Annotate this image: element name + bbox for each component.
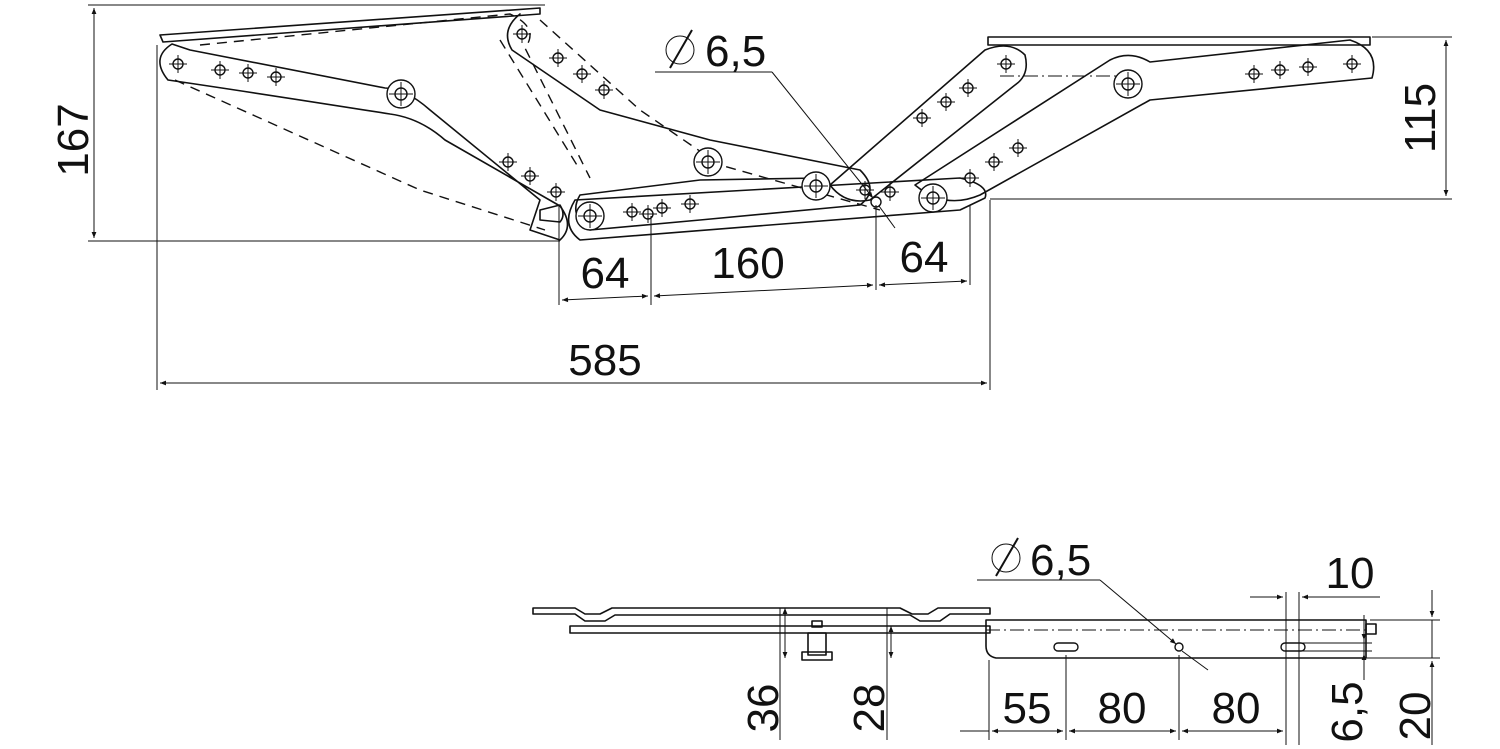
side-left-bracket — [532, 607, 991, 622]
dim-height-36: 36 — [739, 684, 788, 733]
dim-slot-width: 10 — [1326, 549, 1375, 598]
dim-spacing-80-a: 80 — [1098, 684, 1147, 733]
diameter-symbol-icon — [665, 29, 695, 69]
hinge-side-view — [532, 607, 1377, 661]
slot-left — [1053, 642, 1079, 652]
dim-offset-left: 64 — [581, 249, 630, 298]
side-right-plate — [985, 619, 1367, 659]
dim-span-middle: 160 — [711, 239, 784, 288]
hinge-top-view — [159, 7, 1375, 241]
right-mounting-plate — [987, 36, 1371, 46]
dim-plate-height: 20 — [1391, 692, 1440, 741]
dim-total-length: 585 — [568, 336, 641, 385]
dim-height-right: 115 — [1396, 83, 1445, 153]
right-long-arm — [914, 39, 1375, 202]
dim-hole-diameter-top: 6,5 — [705, 27, 766, 76]
dim-spacing-80-b: 80 — [1212, 684, 1261, 733]
left-mounting-plate — [159, 7, 541, 43]
bottom-dimensions: 6,5 10 36 28 55 80 80 6,5 — [739, 536, 1440, 745]
top-dimensions: 167 115 585 64 160 64 6,5 — [49, 4, 1452, 390]
left-slot — [539, 204, 564, 223]
dim-slot-height: 6,5 — [1323, 681, 1372, 742]
dim-height-left: 167 — [49, 103, 98, 176]
slot-right — [1280, 642, 1306, 652]
dim-hole-diameter-side: 6,5 — [1030, 536, 1091, 585]
dim-height-28: 28 — [845, 684, 894, 733]
side-pin — [807, 632, 827, 656]
diameter-symbol-icon-2 — [991, 537, 1021, 577]
right-diagonal-arm — [829, 45, 1028, 202]
dim-spacing-55: 55 — [1003, 684, 1052, 733]
left-hidden-arm — [199, 13, 591, 179]
left-upper-arm — [159, 43, 569, 241]
diameter-hole-side — [1174, 642, 1184, 652]
dim-offset-right: 64 — [900, 233, 949, 282]
